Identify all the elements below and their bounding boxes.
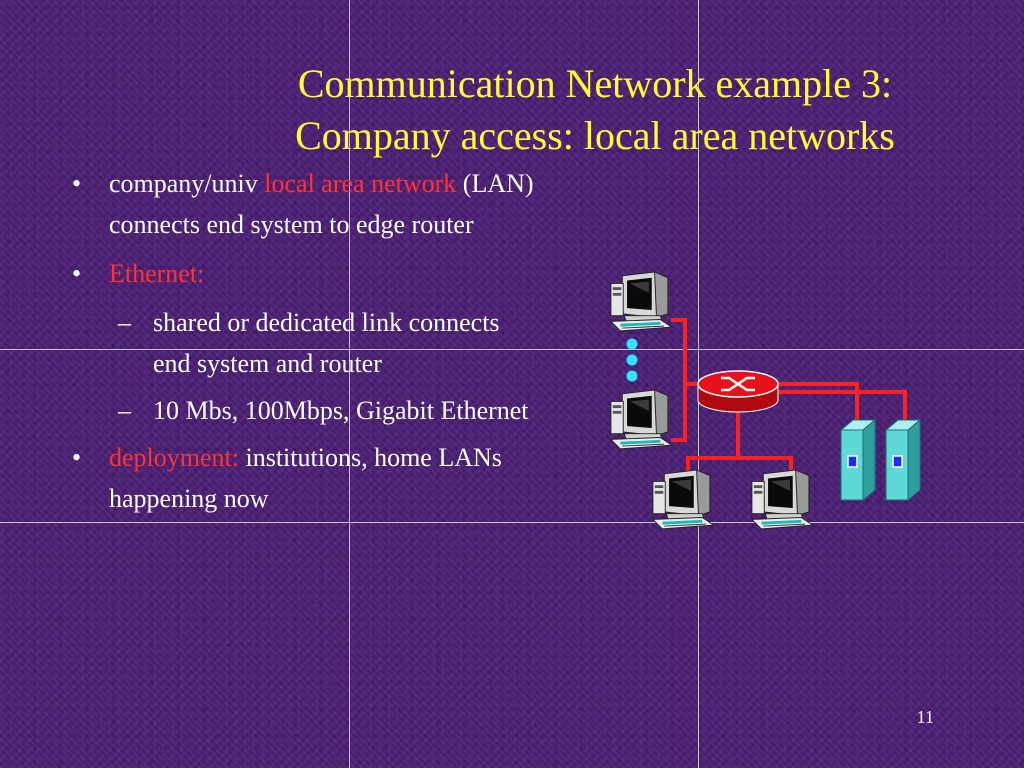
bullet-marker: •: [72, 169, 82, 198]
link-left-computers: [671, 318, 687, 442]
dash-marker: –: [118, 396, 131, 425]
server-icon: [840, 419, 876, 501]
bullet-marker: •: [72, 259, 82, 288]
bullet-ethernet: • Ethernet:: [70, 253, 540, 294]
router-icon: [697, 370, 779, 413]
title-line-2: Company access: local area networks: [295, 113, 895, 158]
ethernet-term: Ethernet:: [109, 259, 205, 288]
dash-marker: –: [118, 308, 131, 337]
bullet-deployment: • deployment: institutions, home LANs ha…: [70, 437, 540, 519]
guide-line-horizontal: [0, 349, 1024, 350]
guide-line-horizontal: [0, 522, 1024, 523]
sub-bullet-speeds: – 10 Mbs, 100Mbps, Gigabit Ethernet: [70, 390, 540, 431]
bullet-text: institutions, home LANs happening now: [109, 443, 502, 513]
computer-icon: [750, 468, 815, 531]
title-line-1: Communication Network example 3:: [297, 61, 893, 106]
lan-term: local area network: [264, 169, 457, 198]
deployment-term: deployment:: [109, 443, 239, 472]
slide-title: Communication Network example 3: Company…: [180, 58, 1010, 162]
bullet-lan: • company/univ local area network (LAN) …: [70, 163, 540, 245]
bullet-marker: •: [72, 443, 82, 472]
lan-diagram: [609, 270, 921, 531]
sub-bullet-text: shared or dedicated link connects end sy…: [153, 308, 500, 378]
computer-icon: [651, 468, 716, 531]
slide-number: 11: [916, 707, 934, 727]
server-icon: [885, 419, 921, 501]
bullet-text: (LAN) connects end system to edge router: [109, 169, 534, 239]
sub-bullet-text: 10 Mbs, 100Mbps, Gigabit Ethernet: [153, 396, 529, 425]
link-bottom-computers: [686, 456, 793, 474]
bullet-text: company/univ: [109, 169, 265, 198]
computer-icon: [609, 388, 674, 451]
link-router-server-1: [778, 382, 859, 428]
bullet-list: • company/univ local area network (LAN) …: [70, 163, 540, 527]
guide-line-vertical: [349, 0, 350, 768]
sub-bullet-link: – shared or dedicated link connects end …: [70, 302, 540, 384]
ellipsis-dots: [626, 338, 638, 382]
computer-icon: [609, 270, 674, 333]
link-router-server-2: [778, 390, 907, 428]
